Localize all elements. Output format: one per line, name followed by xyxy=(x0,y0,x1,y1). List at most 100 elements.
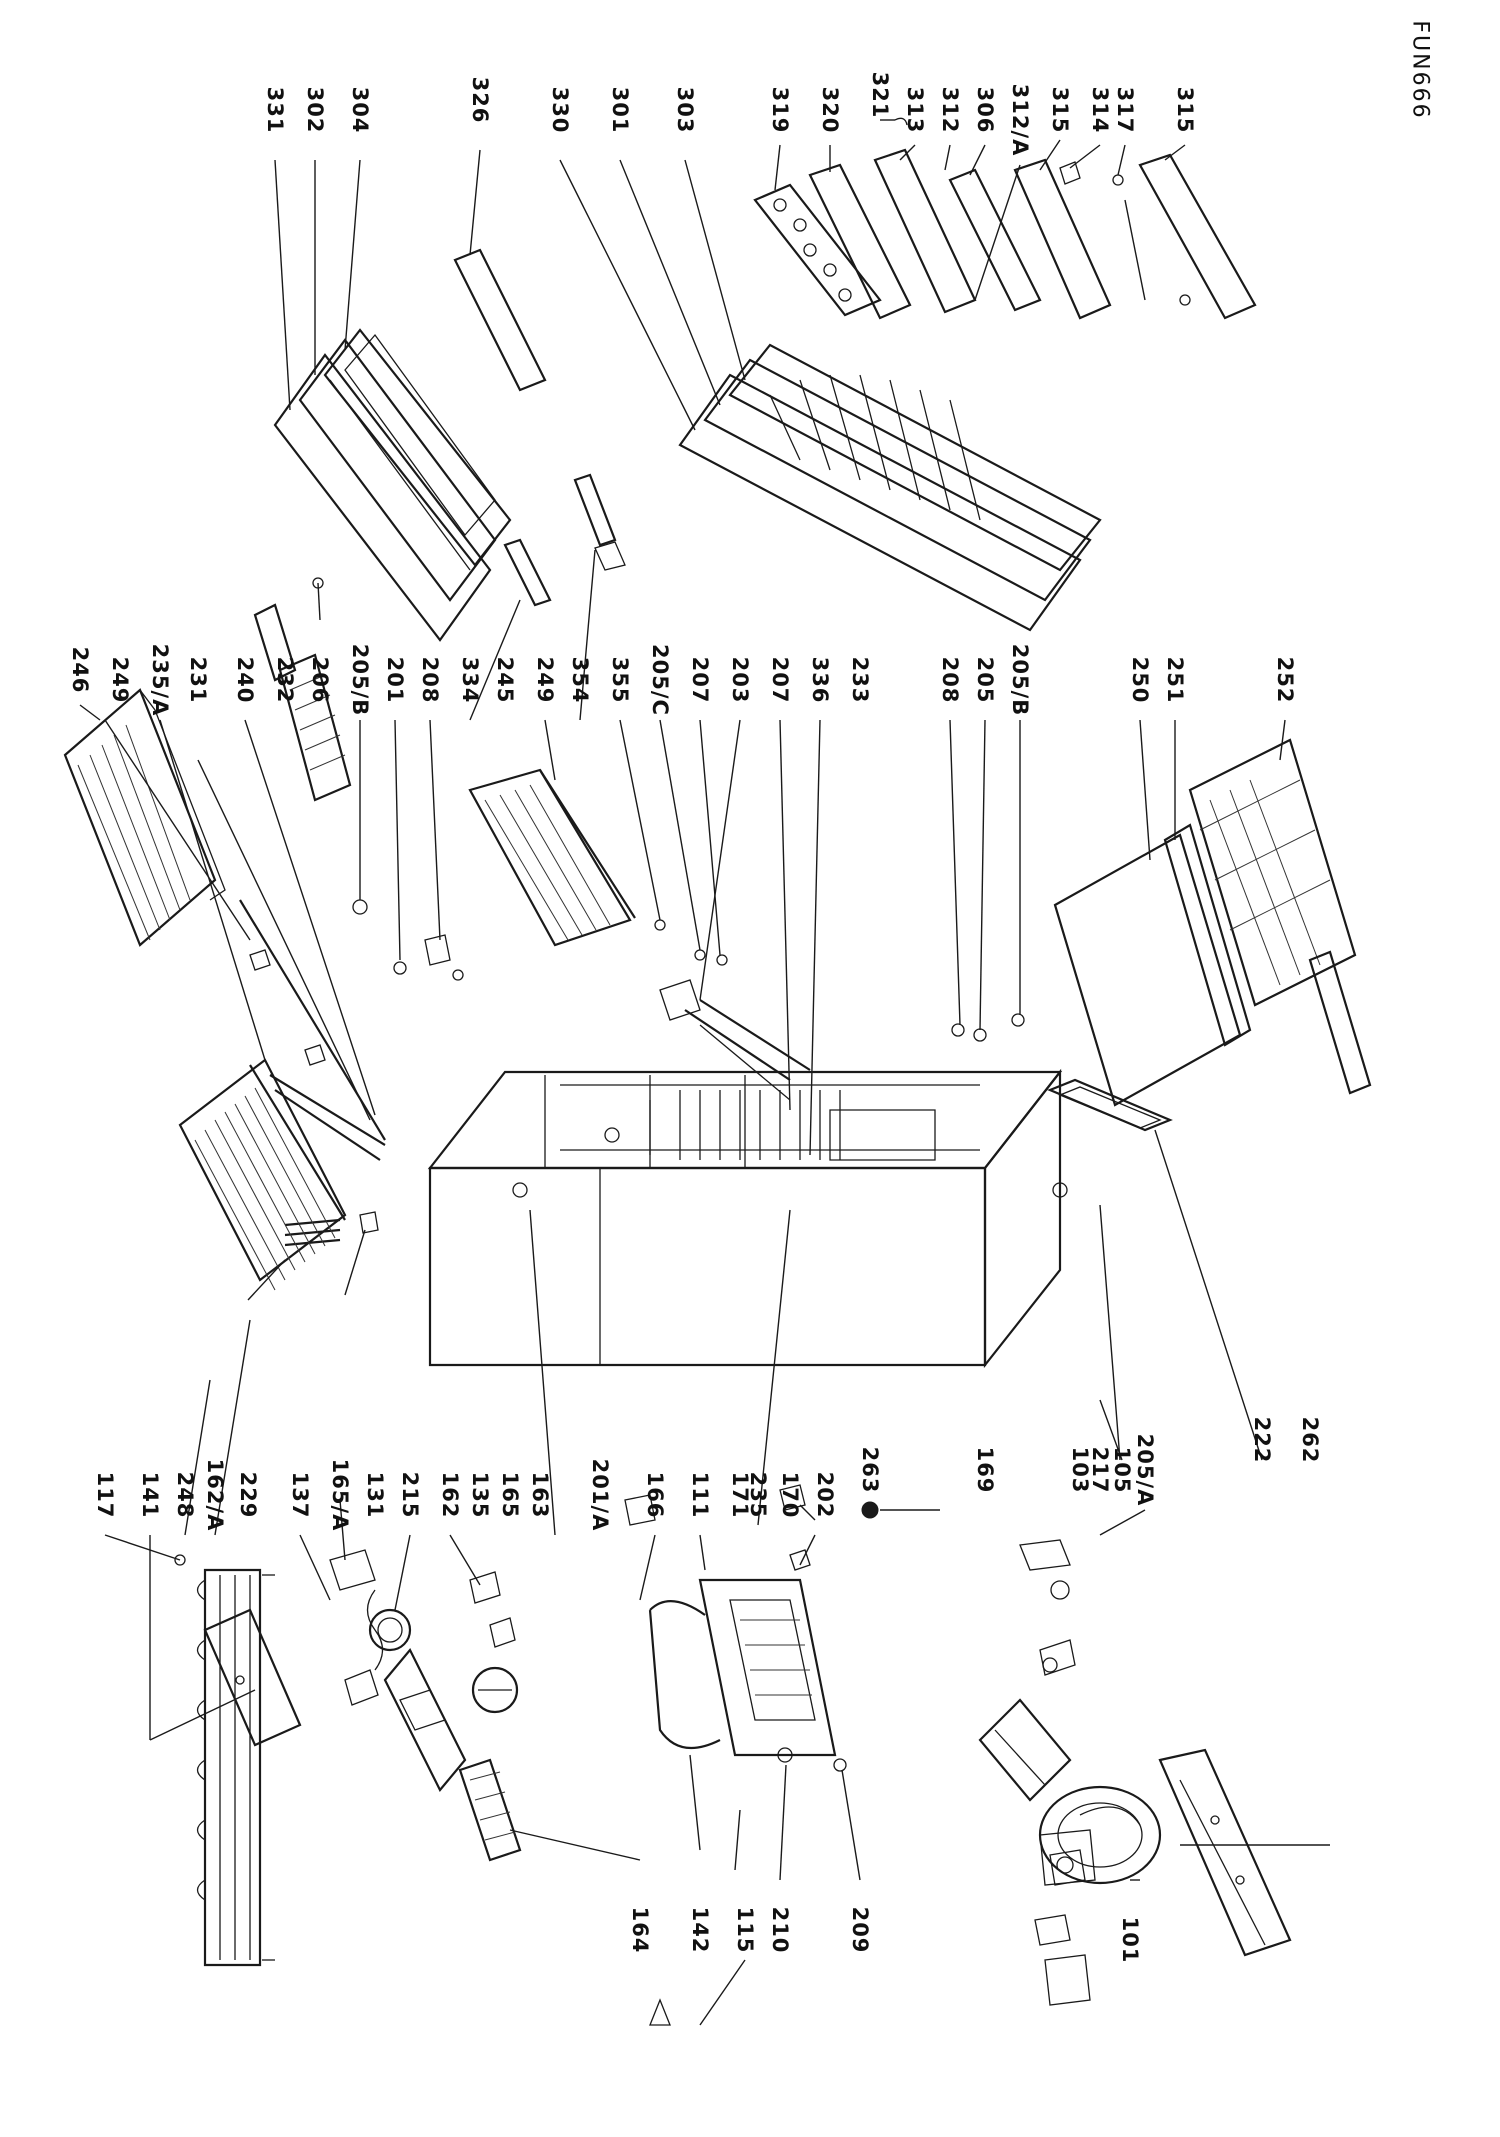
door-bin-315a xyxy=(1013,158,1112,320)
part-label-232: 232 xyxy=(273,656,297,704)
drawing-ref: FUN666 xyxy=(1407,20,1433,120)
part-label-222: 222 xyxy=(1250,1416,1274,1464)
hinge-bar xyxy=(503,538,552,607)
part-label-169: 169 xyxy=(973,1446,997,1494)
part-label-301: 301 xyxy=(608,86,632,134)
part-label-314: 314 xyxy=(1088,86,1112,134)
part-label-248: 248 xyxy=(173,1471,197,1519)
part-label-210: 210 xyxy=(768,1906,792,1954)
part-label-131: 131 xyxy=(363,1471,387,1519)
part-label-215: 215 xyxy=(398,1471,422,1519)
middle-shelf xyxy=(468,768,636,947)
hinge-bracket xyxy=(573,473,617,547)
crisper-strip xyxy=(1308,950,1372,1095)
part-label-355: 355 xyxy=(608,656,632,704)
part-label-302: 302 xyxy=(303,86,327,134)
condenser xyxy=(174,1554,671,2026)
part-label-251: 251 xyxy=(1163,656,1187,704)
part-label-312a: 312/A xyxy=(1008,83,1032,157)
part-label-117: 117 xyxy=(93,1471,117,1519)
part-label-162a: 162/A xyxy=(203,1458,227,1532)
part-label-331: 331 xyxy=(263,86,287,134)
part-label-315-b: 315 xyxy=(1173,86,1197,134)
part-label-262: 262 xyxy=(1298,1416,1322,1464)
part-label-163: 163 xyxy=(528,1471,552,1519)
door-bin-315b xyxy=(1138,153,1257,320)
egg-tray xyxy=(753,183,882,317)
freezer-door xyxy=(273,328,512,642)
part-label-207-b: 207 xyxy=(768,656,792,704)
part-label-205a: 205/A xyxy=(1133,1433,1157,1507)
small-switch-block xyxy=(1049,1849,1086,1886)
fridge-door xyxy=(678,343,1102,632)
part-label-233: 233 xyxy=(848,656,872,704)
part-label-321: 321 xyxy=(868,71,892,119)
part-label-229: 229 xyxy=(236,1471,260,1519)
part-label-315-a: 315 xyxy=(1048,86,1072,134)
terminal-block xyxy=(1044,1954,1091,2006)
part-label-306: 306 xyxy=(973,86,997,134)
door-bin-306 xyxy=(948,168,1042,312)
part-label-304: 304 xyxy=(348,86,372,134)
part-label-137: 137 xyxy=(288,1471,312,1519)
part-label-205b-b: 205/B xyxy=(1008,643,1032,717)
cabinet xyxy=(427,1068,1063,1369)
part-label-205b-a: 205/B xyxy=(348,643,372,717)
part-label-170: 170 xyxy=(778,1471,802,1519)
part-label-202: 202 xyxy=(813,1471,837,1519)
part-label-249-a: 249 xyxy=(108,656,132,704)
part-label-203: 203 xyxy=(728,656,752,704)
part-label-201: 201 xyxy=(383,656,407,704)
crisper-frame xyxy=(1163,823,1252,1047)
part-label-166: 166 xyxy=(643,1471,667,1519)
part-label-201a: 201/A xyxy=(588,1458,612,1532)
crisper-group xyxy=(1047,738,1372,1132)
hinge-hardware xyxy=(312,577,1068,1198)
door-racks xyxy=(753,117,1257,320)
part-label-252: 252 xyxy=(1273,656,1297,704)
part-label-246: 246 xyxy=(68,646,92,694)
part-label-165: 165 xyxy=(498,1471,522,1519)
part-label-249-b: 249 xyxy=(533,656,557,704)
part-label-313: 313 xyxy=(903,86,927,134)
part-label-141: 141 xyxy=(138,1471,162,1519)
part-label-135: 135 xyxy=(468,1471,492,1519)
freezer-shelf xyxy=(178,1058,347,1291)
part-label-142: 142 xyxy=(688,1906,712,1954)
part-label-250: 250 xyxy=(1128,656,1152,704)
part-label-209: 209 xyxy=(848,1906,872,1954)
part-label-165a: 165/A xyxy=(328,1458,352,1532)
terminal-block-2 xyxy=(1034,1914,1071,1946)
compressor xyxy=(1019,1539,1330,1957)
evaporator-plate xyxy=(648,1578,847,1772)
part-label-105: 105 xyxy=(1110,1446,1134,1494)
part-label-312: 312 xyxy=(938,86,962,134)
thermostat-group xyxy=(203,1484,940,1862)
part-label-162: 162 xyxy=(438,1471,462,1519)
part-label-319: 319 xyxy=(768,86,792,134)
part-label-164: 164 xyxy=(628,1906,652,1954)
part-label-245: 245 xyxy=(493,656,517,704)
part-label-115: 115 xyxy=(733,1906,757,1954)
part-label-235a: 235/A xyxy=(148,643,172,717)
part-label-263: 263 xyxy=(858,1446,882,1494)
part-label-207-a: 207 xyxy=(688,656,712,704)
relay-box xyxy=(978,1639,1076,1802)
part-label-231: 231 xyxy=(186,656,210,704)
part-label-101: 101 xyxy=(1118,1916,1142,1964)
ice-trays xyxy=(253,603,352,802)
part-label-235: 235 xyxy=(746,1471,770,1519)
part-label-205: 205 xyxy=(973,656,997,704)
part-label-205c: 205/C xyxy=(648,644,672,716)
leader-lines xyxy=(79,119,1286,2026)
part-label-208-b: 208 xyxy=(938,656,962,704)
door-handle xyxy=(453,248,547,392)
crisper-drawer xyxy=(1188,738,1357,1007)
part-label-317: 317 xyxy=(1113,86,1137,134)
part-label-330: 330 xyxy=(548,86,572,134)
part-label-354: 354 xyxy=(568,656,592,704)
part-label-303: 303 xyxy=(673,86,697,134)
part-label-326: 326 xyxy=(468,76,492,124)
part-label-206: 206 xyxy=(308,656,332,704)
